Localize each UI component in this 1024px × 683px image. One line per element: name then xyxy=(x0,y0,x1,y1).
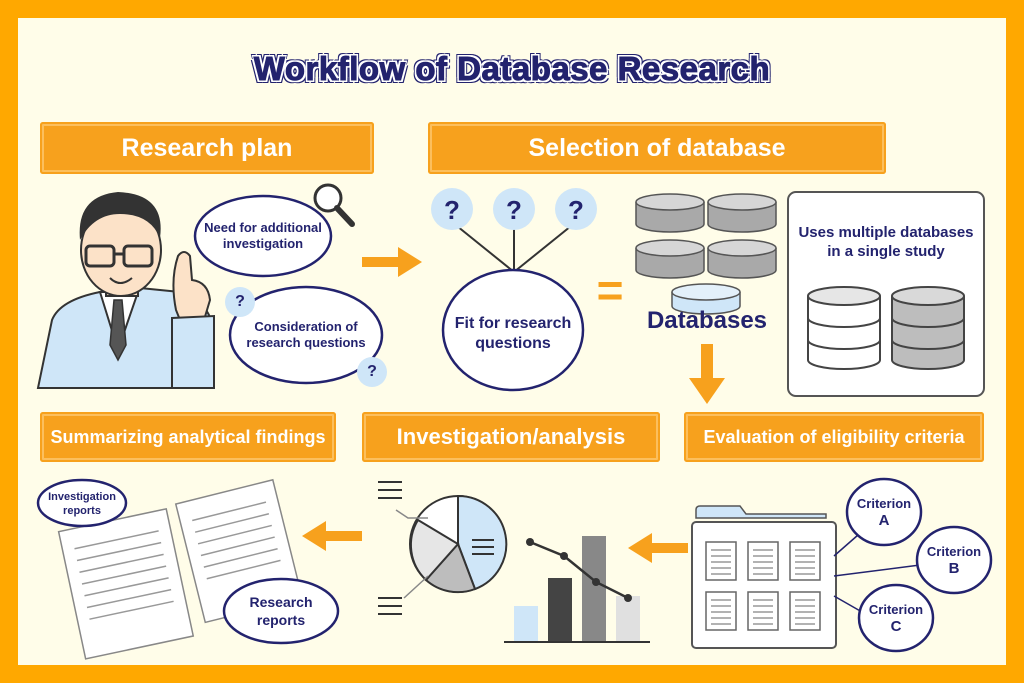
arrow-icon xyxy=(302,521,362,551)
criterion-a-text: Criterion A xyxy=(856,496,912,530)
database-icon xyxy=(635,193,777,315)
question-mark-icon xyxy=(357,357,387,387)
question-mark: ? xyxy=(235,293,245,310)
magnifier-icon xyxy=(313,183,355,227)
criterion-c-text: Criterion C xyxy=(868,602,924,636)
fit-bubble xyxy=(441,268,585,392)
research-reports-bubble xyxy=(222,577,340,645)
databases-label: Databases xyxy=(646,307,768,334)
question-mark-icon xyxy=(555,188,597,230)
multi-database-text: Uses multiple databases in a single stud… xyxy=(798,224,974,260)
stage-selection-of-database: Selection of database xyxy=(428,122,886,174)
question-mark: ? xyxy=(367,363,377,380)
criterion-bubble xyxy=(845,477,923,547)
research-reports-text: Research reports xyxy=(249,594,313,628)
fit-text: Fit for research questions xyxy=(454,315,572,352)
question-mark-icon xyxy=(225,287,255,317)
stage-label: Investigation/analysis xyxy=(396,424,626,449)
stage-eligibility: Evaluation of eligibility criteria xyxy=(684,412,984,462)
arrow-icon xyxy=(628,533,688,563)
question-mark: ? xyxy=(568,195,584,225)
pie-chart-icon xyxy=(378,481,508,615)
consideration-text: Consideration of research questions xyxy=(246,319,366,351)
stage-investigation-analysis: Investigation/analysis xyxy=(362,412,660,462)
question-mark-icon xyxy=(493,188,535,230)
arrow-icon xyxy=(362,247,422,277)
person-illustration xyxy=(36,192,215,389)
stage-label: Research plan xyxy=(121,133,293,162)
stage-label: Evaluation of eligibility criteria xyxy=(703,426,965,447)
criterion-b-text: Criterion B xyxy=(926,544,982,578)
equals-sign: = xyxy=(596,264,624,316)
need-bubble xyxy=(193,194,333,278)
stage-summarizing: Summarizing analytical findings xyxy=(40,412,336,462)
document-icon xyxy=(57,478,304,660)
need-text: Need for additional investigation xyxy=(204,220,322,252)
stage-label: Selection of database xyxy=(528,133,786,162)
consideration-bubble xyxy=(228,285,384,385)
folder-icon xyxy=(691,505,837,649)
criterion-bubble xyxy=(857,583,935,653)
database-icon xyxy=(807,286,965,370)
question-mark: ? xyxy=(506,195,522,225)
investigation-reports-bubble xyxy=(36,478,128,528)
criterion-bubble xyxy=(915,525,993,595)
page-title: Workflow of Database Research xyxy=(253,50,771,88)
stage-label: Summarizing analytical findings xyxy=(50,426,326,447)
question-mark: ? xyxy=(444,195,460,225)
question-mark-icon xyxy=(431,188,473,230)
bar-chart-icon xyxy=(504,536,650,643)
arrow-icon xyxy=(689,344,725,404)
investigation-reports-text: Investigation reports xyxy=(48,491,116,517)
stage-research-plan: Research plan xyxy=(40,122,374,174)
